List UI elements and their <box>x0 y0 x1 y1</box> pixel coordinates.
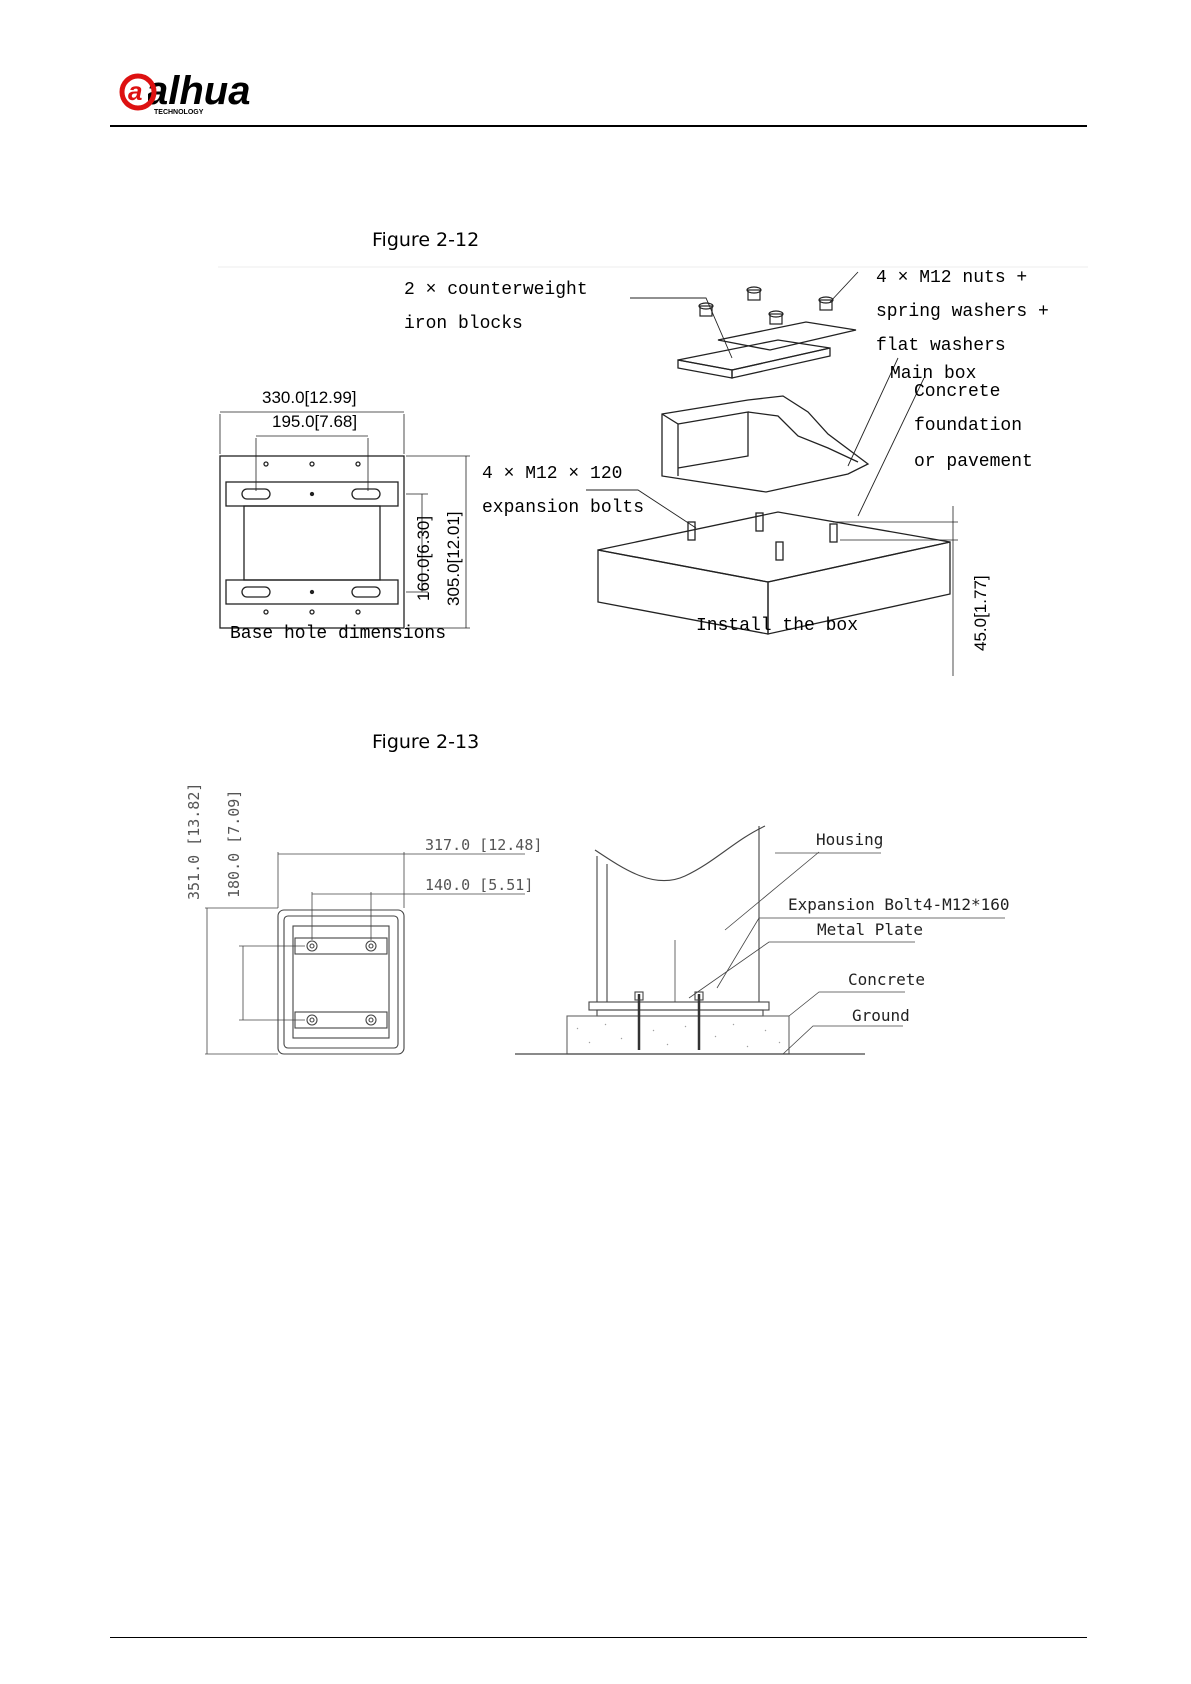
label-bolts-line1: 4 × M12 × 120 <box>482 464 623 484</box>
figure-2-12-drawing <box>218 266 1088 676</box>
label-concrete-line2: foundation <box>914 416 1023 436</box>
dim-inner-height: 180.0 [7.09] <box>225 789 243 898</box>
logo-wordmark: alhua <box>146 69 250 113</box>
label-nuts-line3: flat washers <box>876 336 1006 356</box>
label-main-box: Main box <box>890 364 977 384</box>
dim-total-height: 351.0 [13.82] <box>185 782 203 900</box>
logo-mark-icon: a alhua a TECHNOLOGY <box>118 68 250 116</box>
figure-2-13: 351.0 [13.82] 180.0 [7.09] 317.0 [12.48]… <box>185 780 1065 1070</box>
dim-base-height-outer: 305.0[12.01] <box>444 511 463 606</box>
figure-2-12: 330.0[12.99] 195.0[7.68] 160.0[6.30] 305… <box>218 266 1088 676</box>
label-concrete-line1: Concrete <box>914 382 1001 402</box>
section-view-drawing <box>515 825 1005 1055</box>
dim-base-width-outer: 330.0[12.99] <box>262 388 357 407</box>
label-concrete: Concrete <box>848 970 926 989</box>
svg-text:TECHNOLOGY: TECHNOLOGY <box>154 109 204 116</box>
label-housing: Housing <box>816 830 884 849</box>
label-concrete-line3: or pavement <box>914 452 1033 472</box>
dim-base-height-inner: 160.0[6.30] <box>414 515 433 601</box>
label-base-hole-dimensions: Base hole dimensions <box>230 624 447 644</box>
dahua-logo: a alhua a TECHNOLOGY <box>118 68 258 120</box>
dim-bolt-height: 45.0[1.77] <box>971 575 990 651</box>
base-plan-drawing <box>205 852 525 1055</box>
label-ground: Ground <box>852 1006 910 1025</box>
label-counterweight-line2: iron blocks <box>404 314 523 334</box>
base-plate-drawing <box>219 411 470 629</box>
label-expansion-bolt: Expansion Bolt4-M12*160 <box>788 895 1010 914</box>
footer-rule <box>110 1637 1087 1638</box>
svg-text:a: a <box>128 76 142 106</box>
label-install-the-box: Install the box <box>696 616 859 636</box>
install-box-drawing <box>586 271 958 676</box>
label-nuts-line1: 4 × M12 nuts + <box>876 268 1028 288</box>
figure-2-13-caption: Figure 2-13 <box>372 731 480 753</box>
dim-base-width-inner: 195.0[7.68] <box>272 412 358 431</box>
label-counterweight-line1: 2 × counterweight <box>404 280 588 300</box>
dim-outer-width: 317.0 [12.48] <box>425 836 543 854</box>
header-rule <box>110 125 1087 127</box>
figure-2-13-drawing <box>205 825 1005 1055</box>
label-metal-plate: Metal Plate <box>817 920 923 939</box>
dim-inner-width: 140.0 [5.51] <box>425 876 534 894</box>
label-nuts-line2: spring washers + <box>876 302 1049 322</box>
label-bolts-line2: expansion bolts <box>482 498 645 518</box>
figure-2-12-caption: Figure 2-12 <box>372 229 480 251</box>
